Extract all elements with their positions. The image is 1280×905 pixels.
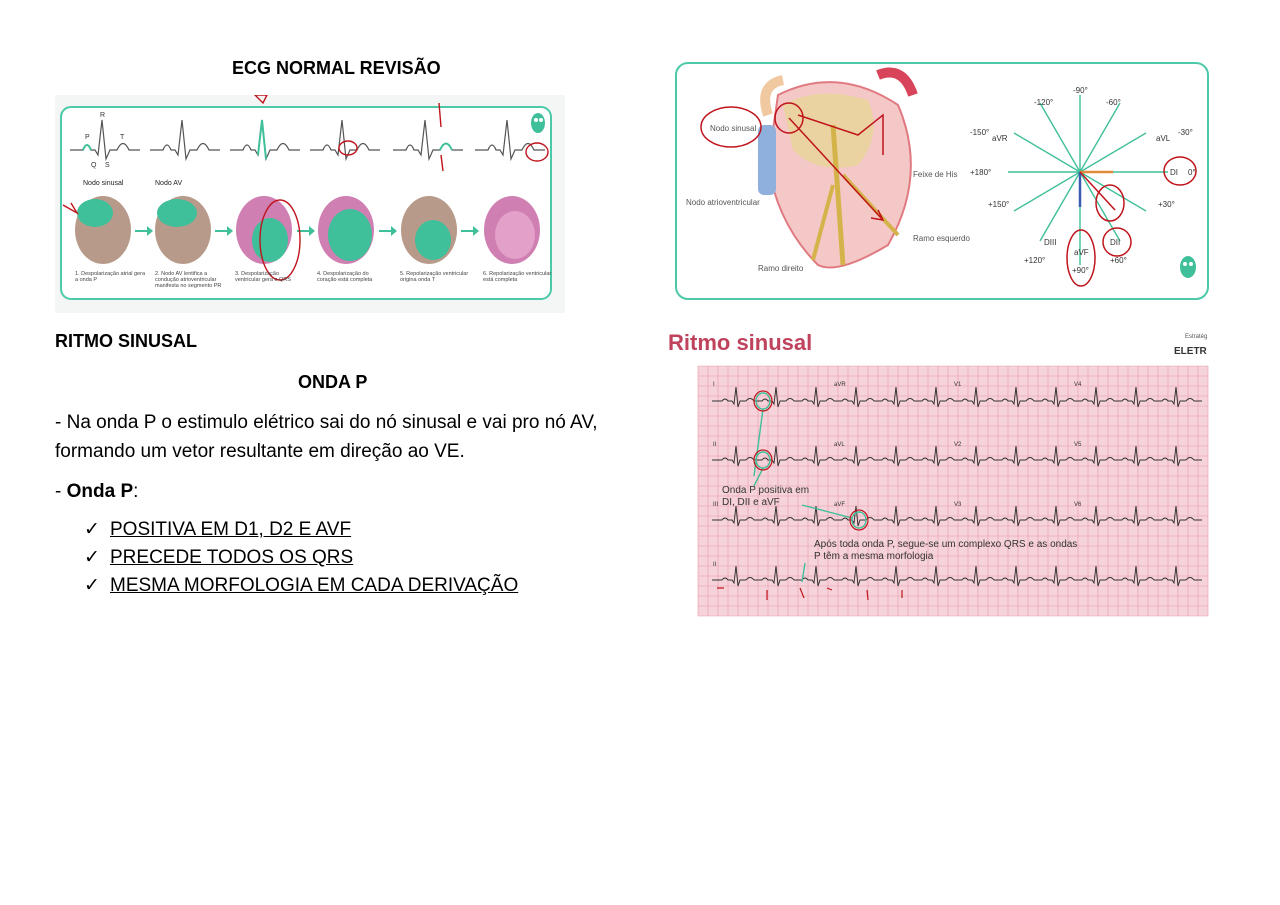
angle-plus-120: +120°	[1024, 256, 1045, 265]
subheading-onda-p: ONDA P	[298, 372, 368, 392]
ecg-lead-v3: V3	[954, 502, 962, 508]
label-nodo-sinusal: Nodo sinusal	[83, 180, 124, 187]
ecg-lead-ii: II	[713, 442, 717, 448]
angle-0: 0°	[1188, 168, 1196, 177]
checklist-item-text: POSITIVA EM D1, D2 E AVF	[110, 519, 352, 540]
ecg-lead-v1: V1	[954, 382, 962, 388]
wave-label-s: S	[105, 162, 110, 169]
axis-figure: Nodo sinusal Feixe de His Nodo atriovent…	[668, 55, 1216, 305]
onda-p-prefix: -	[55, 481, 67, 502]
ecg-lead-v2: V2	[954, 442, 962, 448]
caption-4: 4. Despolarização do coração está comple…	[317, 271, 373, 283]
owl-logo-icon	[1180, 256, 1196, 278]
lead-avf: aVF	[1074, 248, 1089, 257]
caption-5: 5. Repolarização ventricular origina ond…	[400, 271, 469, 283]
axis-figure-svg: Nodo sinusal Feixe de His Nodo atriovent…	[675, 62, 1209, 300]
angle-minus-60: -60°	[1106, 98, 1121, 107]
checkmark-icon: ✓	[84, 547, 100, 568]
heart-label-nodo-sinusal: Nodo sinusal	[710, 124, 756, 133]
caption-6: 6. Repolarização ventricular está comple…	[483, 271, 552, 283]
caption-2: 2. Nodo AV lentifica a condução atrioven…	[155, 271, 222, 289]
checklist-item: ✓ MESMA MORFOLOGIA EM CADA DERIVAÇÃO	[84, 572, 518, 600]
ecg-lead-v5: V5	[1074, 442, 1082, 448]
ecg-lead-v4: V4	[1074, 382, 1082, 388]
ecg-lead-i: I	[713, 382, 715, 388]
ecg-lead-v6: V6	[1074, 502, 1082, 508]
conduction-figure-svg: P R Q S T Nodo sinusal Nodo AV	[55, 94, 565, 313]
angle-minus-150: -150°	[970, 128, 989, 137]
caption-3: 3. Despolarização ventricular gera o QRS	[235, 271, 291, 283]
angle-plus-180: +180°	[970, 168, 991, 177]
brand-text: Estratég	[1185, 334, 1207, 340]
angle-plus-90: +90°	[1072, 266, 1089, 275]
wave-label-q: Q	[91, 162, 97, 169]
lead-avr: aVR	[992, 134, 1008, 143]
lead-diii: DIII	[1044, 238, 1056, 247]
lead-di: DI	[1170, 168, 1178, 177]
brand-text-2: ELETR	[1174, 346, 1208, 357]
ecg-lead-iii: III	[713, 502, 718, 508]
ecg-figure: Ritmo sinusal Estratég ELETR I aVR V1 V4…	[662, 318, 1218, 620]
ecg-trace	[712, 565, 1202, 587]
heart-label-feixe-his: Feixe de His	[913, 170, 957, 179]
angle-minus-120: -120°	[1034, 98, 1053, 107]
ecg-trace	[712, 386, 1202, 408]
heart-label-ramo-direito: Ramo direito	[758, 264, 804, 273]
checklist-item: ✓ POSITIVA EM D1, D2 E AVF	[84, 516, 518, 544]
wave-label-t: T	[120, 134, 125, 141]
page-title: ECG NORMAL REVISÃO	[232, 58, 441, 78]
ecg-figure-svg: Ritmo sinusal Estratég ELETR I aVR V1 V4…	[662, 318, 1218, 620]
owl-logo-icon	[531, 113, 545, 133]
angle-plus-60: +60°	[1110, 256, 1127, 265]
ecg-trace	[712, 505, 1202, 527]
ecg-lead-ii-long: II	[713, 562, 717, 568]
onda-p-suffix: :	[133, 481, 139, 502]
wave-label-p: P	[85, 134, 90, 141]
label-nodo-av: Nodo AV	[155, 180, 182, 187]
checklist-item: ✓ PRECEDE TODOS OS QRS	[84, 544, 518, 572]
ecg-heading: Ritmo sinusal	[668, 330, 812, 355]
angle-minus-90: -90°	[1073, 86, 1088, 95]
heart-label-nodo-av: Nodo atrioventricular	[686, 198, 760, 207]
checklist-item-text: PRECEDE TODOS OS QRS	[110, 547, 354, 568]
lead-dii: DII	[1110, 238, 1120, 247]
onda-p-line: - Onda P:	[55, 477, 138, 506]
onda-p-bold: Onda P	[66, 481, 134, 502]
paragraph-vector: - Na onda P o estimulo elétrico sai do n…	[55, 412, 598, 462]
ecg-annotation-morphology: Após toda onda P, segue-se um complexo Q…	[814, 539, 1078, 562]
ecg-lead-avr: aVR	[834, 382, 846, 388]
angle-plus-150: +150°	[988, 200, 1009, 209]
angle-plus-30: +30°	[1158, 200, 1175, 209]
arrow-right-icon	[135, 226, 479, 236]
ecg-lead-avl: aVL	[834, 442, 845, 448]
ecg-trace	[712, 445, 1202, 467]
lead-avl: aVL	[1156, 134, 1171, 143]
checkmark-icon: ✓	[84, 519, 100, 540]
angle-minus-30: -30°	[1178, 128, 1193, 137]
wave-label-r: R	[100, 112, 105, 119]
heart-label-ramo-esquerdo: Ramo esquerdo	[913, 234, 970, 243]
checklist-item-text: MESMA MORFOLOGIA EM CADA DERIVAÇÃO	[110, 575, 519, 596]
conduction-figure: P R Q S T Nodo sinusal Nodo AV	[55, 94, 565, 313]
checkmark-icon: ✓	[84, 575, 100, 596]
ecg-annotation-positive: Onda P positiva em DI, DII e aVF	[722, 485, 810, 508]
ecg-lead-avf: aVF	[834, 502, 845, 508]
section-heading: RITMO SINUSAL	[55, 331, 197, 351]
checklist: ✓ POSITIVA EM D1, D2 E AVF ✓ PRECEDE TODOS…	[84, 516, 518, 600]
caption-1: 1. Despolarização atrial gera a onda P	[75, 271, 145, 283]
